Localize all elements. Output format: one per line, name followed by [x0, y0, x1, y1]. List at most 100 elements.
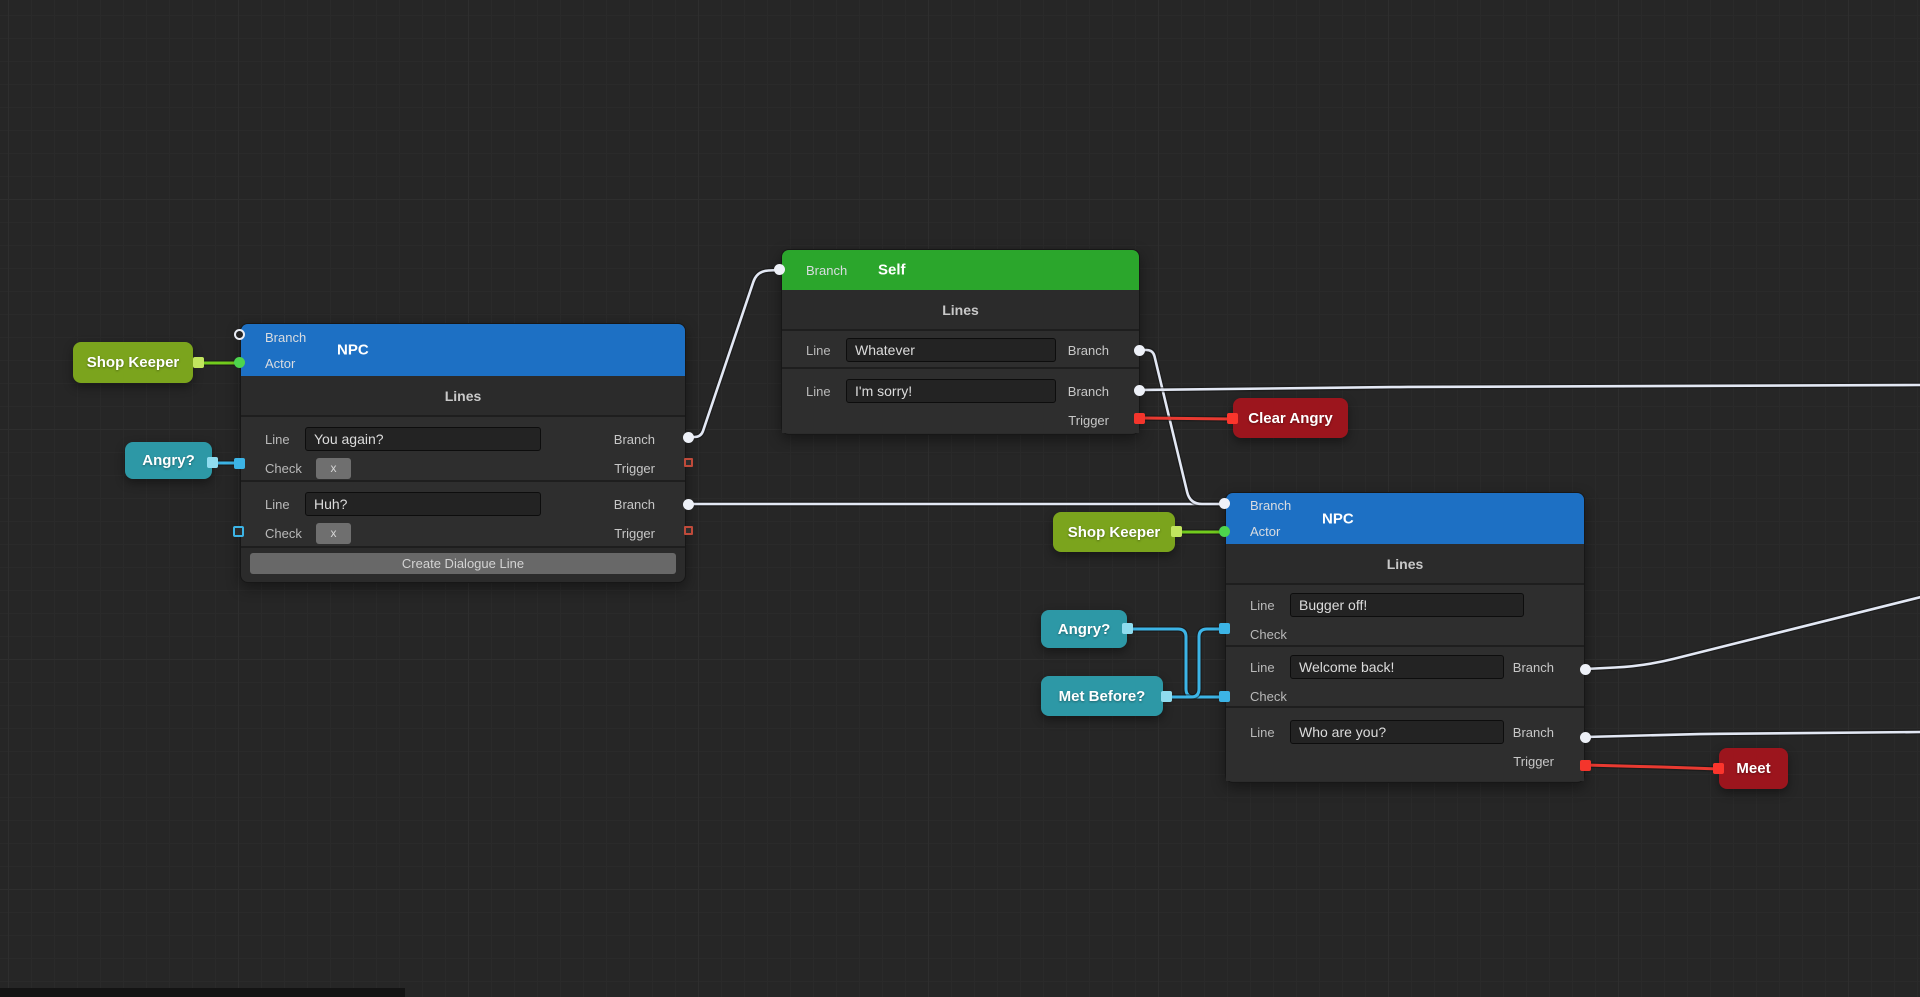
node-self[interactable]: Branch Self Lines Line Branch Line Branc… [781, 249, 1140, 435]
node-met-before[interactable]: Met Before? [1041, 676, 1163, 716]
node-npc-left[interactable]: Branch Actor NPC Lines Line Branch Check… [240, 323, 686, 583]
wire-self-branch1-to-npc2[interactable] [1138, 348, 1227, 506]
branch-out-label: Branch [1067, 383, 1109, 399]
self-row1-branch-output-port[interactable] [1134, 345, 1145, 356]
npc1-branch-input-port[interactable] [234, 329, 245, 340]
npc1-actor-input-port[interactable] [234, 357, 245, 368]
trigger-out-label: Trigger [614, 525, 655, 541]
node-title: Met Before? [1058, 687, 1146, 705]
dialogue-row: Line Branch [782, 331, 1139, 369]
line-label: Line [265, 496, 290, 512]
npc2-row2-check-input-port[interactable] [1219, 691, 1230, 702]
self-branch-input-port[interactable] [774, 264, 785, 275]
lines-section-header: Lines [241, 376, 685, 417]
angry-right-output-port[interactable] [1122, 623, 1133, 634]
create-dialogue-line-button[interactable]: Create Dialogue Line [250, 552, 676, 574]
npc2-row3-trigger-output-port[interactable] [1580, 760, 1591, 771]
npc1-row2-trigger-output-port[interactable] [684, 526, 693, 535]
wire-npc2-trigger-to-meet[interactable] [1583, 763, 1721, 771]
npc2-row3-branch-output-port[interactable] [1580, 732, 1591, 743]
branch-out-label: Branch [613, 496, 655, 512]
branch-in-label: Branch [806, 262, 848, 278]
branch-out-label: Branch [1512, 724, 1554, 740]
shop-keeper-left-output-port[interactable] [193, 357, 204, 368]
npc1-row1-check-input-port[interactable] [234, 458, 245, 469]
check-label: Check [265, 460, 302, 476]
line-input[interactable] [1290, 593, 1524, 617]
self-trigger-output-port[interactable] [1134, 413, 1145, 424]
line-input[interactable] [1290, 720, 1504, 744]
check-clear-button[interactable]: x [316, 457, 351, 479]
npc2-actor-input-port[interactable] [1219, 526, 1230, 537]
branch-in-label: Branch [1250, 498, 1292, 514]
node-title: Angry? [1057, 620, 1111, 638]
actor-in-label: Actor [265, 355, 296, 371]
npc2-row1-check-input-port[interactable] [1219, 623, 1230, 634]
npc2-row2-branch-output-port[interactable] [1580, 664, 1591, 675]
node-title: Angry? [142, 452, 195, 469]
node-header[interactable]: Branch Actor NPC [241, 324, 685, 376]
line-input[interactable] [305, 427, 541, 451]
line-label: Line [1250, 724, 1275, 740]
shop-keeper-right-output-port[interactable] [1171, 526, 1182, 537]
node-header[interactable]: Branch Self [782, 250, 1139, 290]
node-title: Meet [1736, 760, 1771, 777]
node-angry-right[interactable]: Angry? [1041, 610, 1127, 648]
trigger-out-label: Trigger [1068, 412, 1109, 428]
node-title: NPC [337, 341, 369, 359]
trigger-out-label: Trigger [1513, 753, 1554, 769]
dialogue-row: Line Branch Check x Trigger [241, 482, 685, 548]
node-npc-right[interactable]: Branch Actor NPC Lines Line Check Line B… [1225, 492, 1585, 783]
self-row2-branch-output-port[interactable] [1134, 385, 1145, 396]
npc1-row2-branch-output-port[interactable] [683, 499, 694, 510]
node-header[interactable]: Branch Actor NPC [1226, 493, 1584, 544]
node-meet[interactable]: Meet [1719, 748, 1788, 789]
node-title: Self [878, 261, 906, 279]
line-label: Line [806, 342, 831, 358]
dialogue-row: Line Branch Trigger [1226, 708, 1584, 781]
line-input[interactable] [1290, 655, 1504, 679]
node-shop-keeper-left[interactable]: Shop Keeper [73, 342, 193, 383]
npc2-branch-input-port[interactable] [1219, 498, 1230, 509]
met-before-output-port[interactable] [1161, 691, 1172, 702]
wire-npc1-branch1-to-self[interactable] [686, 268, 782, 439]
meet-input-port[interactable] [1713, 763, 1724, 774]
wire-metbefore-to-npc2-check1[interactable] [1165, 627, 1227, 699]
node-shop-keeper-right[interactable]: Shop Keeper [1053, 512, 1175, 552]
check-clear-button[interactable]: x [316, 522, 351, 544]
wire-self-branch2-to-right-edge[interactable] [1138, 383, 1920, 392]
node-angry-left[interactable]: Angry? [125, 442, 212, 479]
dialogue-row: Line Branch Trigger [782, 369, 1139, 433]
clear-angry-input-port[interactable] [1227, 413, 1238, 424]
trigger-out-label: Trigger [614, 460, 655, 476]
branch-in-label: Branch [265, 329, 307, 345]
actor-in-label: Actor [1250, 523, 1281, 539]
lines-section-header: Lines [782, 290, 1139, 331]
dialogue-row: Line Branch Check [1226, 647, 1584, 708]
dialogue-row: Line Check [1226, 585, 1584, 647]
node-clear-angry[interactable]: Clear Angry [1233, 398, 1348, 438]
node-title: Shop Keeper [86, 354, 180, 371]
npc1-row1-branch-output-port[interactable] [683, 432, 694, 443]
line-input[interactable] [846, 379, 1056, 403]
check-label: Check [1250, 626, 1287, 642]
angry-left-output-port[interactable] [207, 457, 218, 468]
line-input[interactable] [305, 492, 541, 516]
wire-npc2-branch3-to-right-edge[interactable] [1583, 730, 1920, 739]
node-title: Shop Keeper [1067, 523, 1161, 541]
wire-npc2-branch2-to-right-edge[interactable] [1583, 595, 1920, 671]
line-label: Line [265, 431, 290, 447]
node-title: Clear Angry [1248, 409, 1333, 427]
line-input[interactable] [846, 338, 1056, 362]
branch-out-label: Branch [613, 431, 655, 447]
bottom-panel-edge [0, 988, 405, 997]
line-label: Line [806, 383, 831, 399]
npc1-row2-check-input-port[interactable] [233, 526, 244, 537]
npc1-row1-trigger-output-port[interactable] [684, 458, 693, 467]
wire-self-trigger-to-clear-angry[interactable] [1138, 416, 1235, 421]
line-label: Line [1250, 597, 1275, 613]
check-label: Check [265, 525, 302, 541]
branch-out-label: Branch [1512, 659, 1554, 675]
